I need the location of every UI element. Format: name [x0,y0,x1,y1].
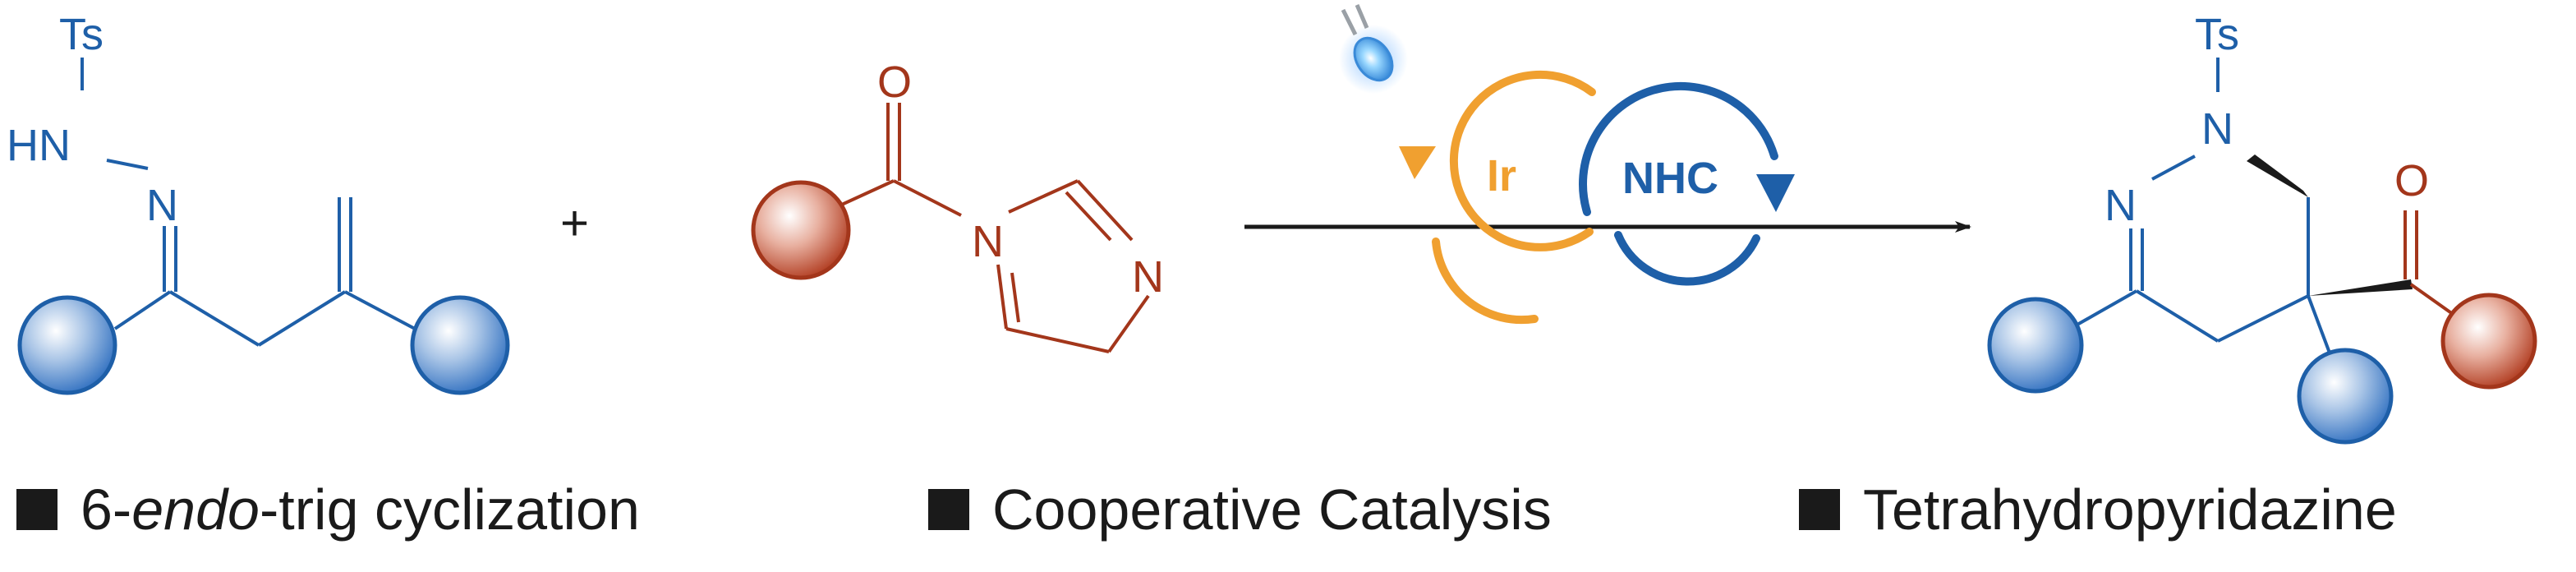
product-wedge-bond-right [2308,279,2413,296]
acyl-sphere [751,180,851,280]
feature-label: 6-endo-trig cyclization [80,477,640,542]
tetrahydropyridazine-product [2069,58,2334,362]
feature-6-endo-trig: 6-endo-trig cyclization [16,468,640,551]
substrate-ts-label: Ts [59,10,104,59]
ir-cycle-arrowhead [1399,146,1436,179]
product-aryl-sphere-bottom [2297,348,2394,445]
ir-photocatalytic-cycle [1432,70,1596,325]
product-aryl-sphere-left [1987,297,2084,394]
product-wedge-bond-top [2247,155,2308,197]
feature-list: 6-endo-trig cyclization Cooperative Cata… [0,468,2576,559]
plus-sign: + [560,196,589,251]
feature-tetrahydropyridazine: Tetrahydropyridazine [1799,468,2397,551]
product-ts-label: Ts [2195,10,2239,59]
bullet-square [1799,489,1840,530]
substrate-hn-label: HN [7,121,71,170]
reaction-scheme: Ts HN N + O N N Ir NHC [7,4,2537,445]
imidazole-carbonyl-o: O [877,58,912,107]
nhc-label: NHC [1622,154,1718,203]
feature-label: Tetrahydropyridazine [1863,477,2397,542]
substrate-aryl-sphere-right [410,295,510,395]
product-carbonyl-o: O [2394,156,2429,205]
bullet-square [928,489,969,530]
bullet-square [16,489,58,530]
substrate-n-label: N [146,181,178,230]
acyl-imidazole [825,103,1150,353]
product-carbonyl [2404,210,2458,318]
ir-label: Ir [1487,151,1516,201]
blue-led-icon [1339,4,1408,94]
product-acyl-sphere [2440,293,2537,390]
product-n2-label: N [2104,181,2137,230]
hydrazone-substrate [80,58,416,347]
imidazole-n3: N [1132,252,1164,302]
feature-label: Cooperative Catalysis [992,477,1552,542]
imidazole-n1: N [972,217,1004,266]
nhc-organocatalytic-cycle [1579,82,1778,286]
substrate-aryl-sphere-left [17,295,117,395]
nhc-cycle-arrowhead [1756,174,1795,212]
product-n1-label: N [2201,104,2233,154]
feature-cooperative-catalysis: Cooperative Catalysis [928,468,1552,551]
